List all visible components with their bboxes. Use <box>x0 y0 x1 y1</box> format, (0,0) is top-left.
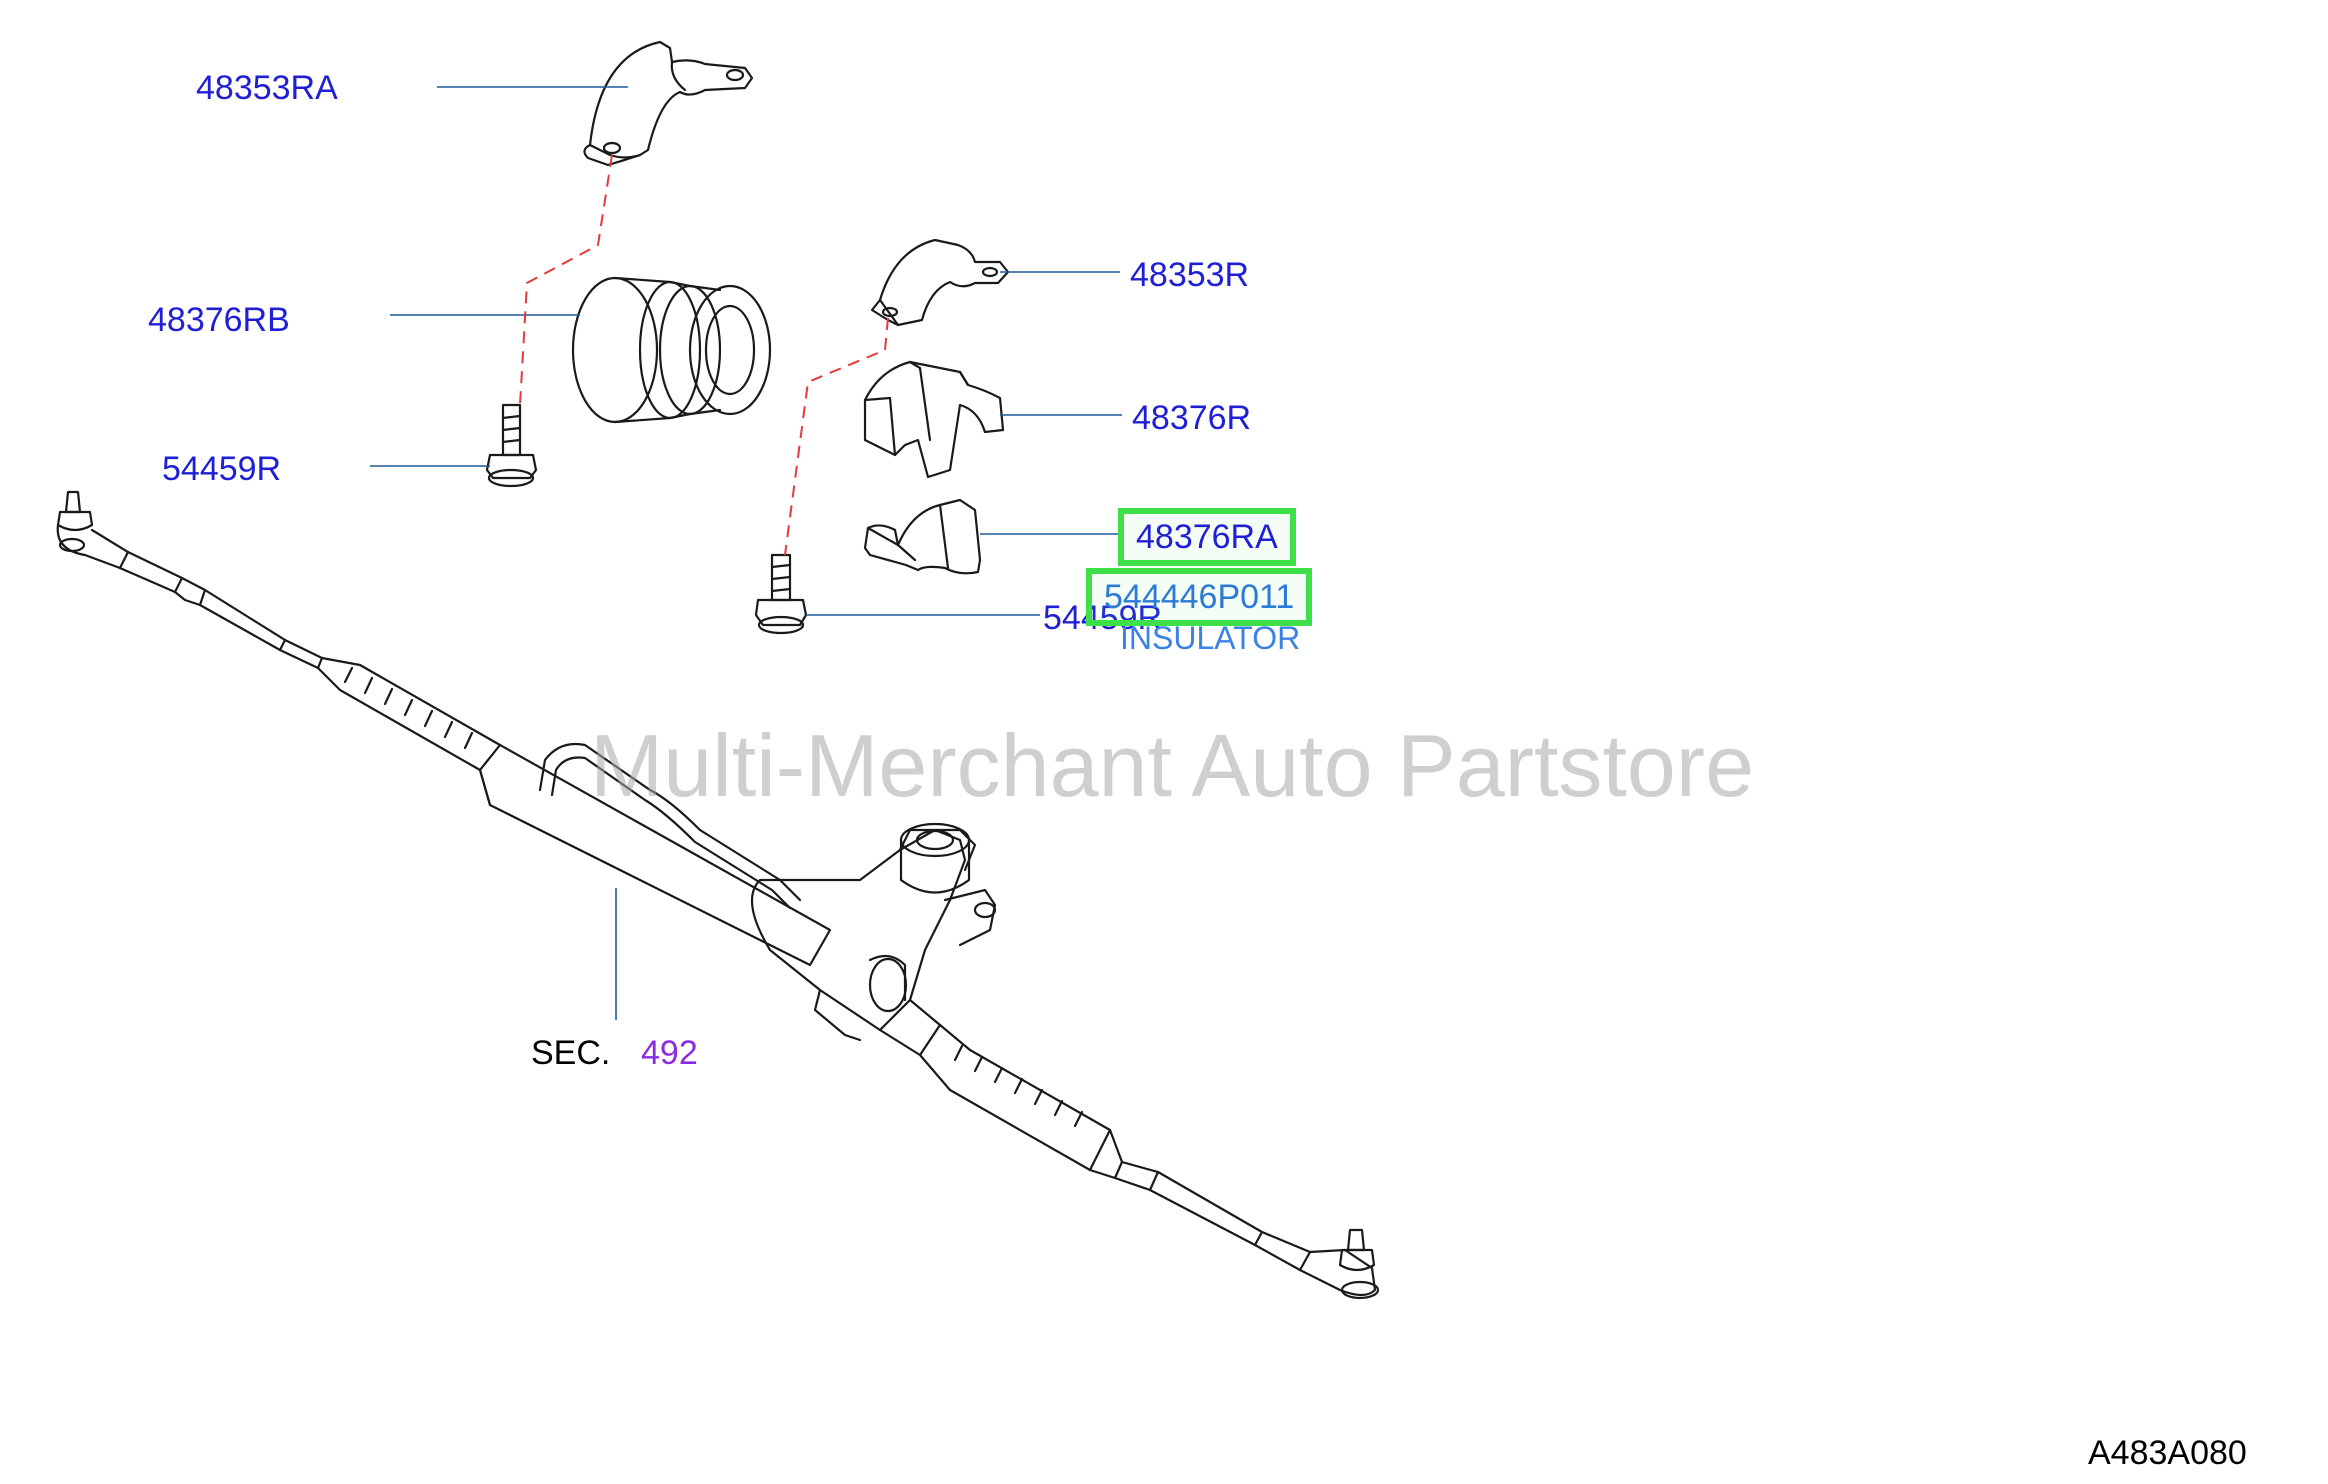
part-description: INSULATOR <box>1120 620 1301 656</box>
figure-code: A483A080 <box>2088 1434 2247 1472</box>
bush-48376R <box>863 360 1005 479</box>
callout-48376RB[interactable]: 48376RB <box>148 301 290 339</box>
insulator-48376RA <box>863 498 982 575</box>
callout-48376R[interactable]: 48376R <box>1132 399 1252 437</box>
callout-48376RA-highlighted[interactable]: 48376RA <box>1118 508 1296 566</box>
callout-54459R-right[interactable]: 54459R <box>1043 599 1163 637</box>
callout-48353R[interactable]: 48353R <box>1130 256 1250 294</box>
bolt-54459R-left <box>485 403 538 488</box>
section-number-link[interactable]: 492 <box>641 1034 698 1072</box>
guide-left <box>519 154 613 406</box>
watermark: Multi-Merchant Auto Partstore <box>590 716 1755 815</box>
leader-lines <box>370 86 1122 1020</box>
clamp-48353RA <box>583 40 754 167</box>
clamp-48353R <box>870 238 1010 327</box>
callout-544446P011-highlighted[interactable]: 544446P011 <box>1086 568 1313 626</box>
assembly-guides <box>519 154 889 556</box>
callout-48353RA[interactable]: 48353RA <box>196 69 338 107</box>
guide-right <box>784 317 889 556</box>
callout-54459R-left[interactable]: 54459R <box>162 450 282 488</box>
bush-48376RB <box>571 276 772 424</box>
section-label: SEC. <box>531 1034 611 1072</box>
bolt-54459R-right <box>754 553 808 635</box>
steering-rack <box>56 490 1380 1300</box>
